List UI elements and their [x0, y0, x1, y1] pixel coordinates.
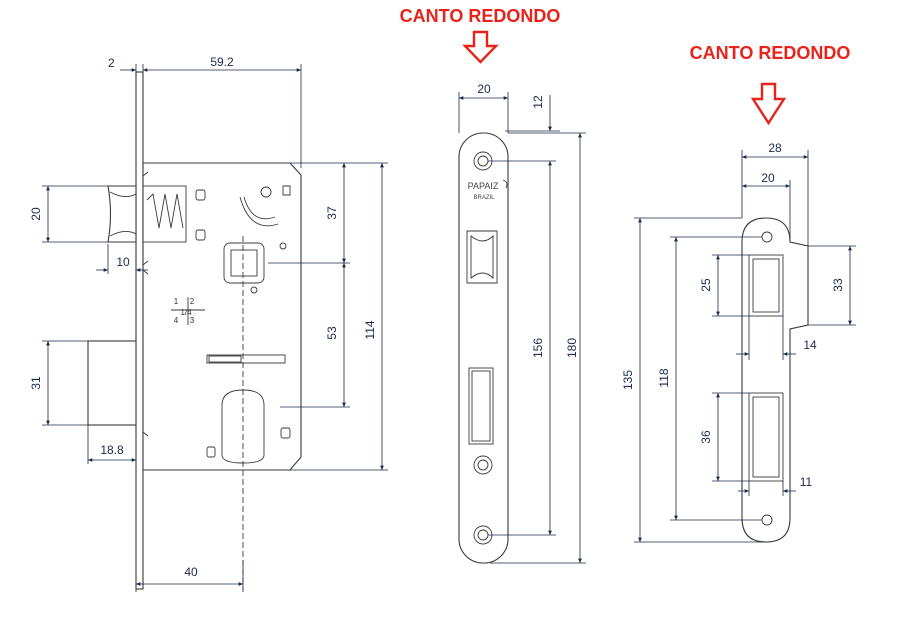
- dim-bolt-opening: 36: [699, 430, 713, 444]
- bolt-opening: [468, 367, 494, 445]
- svg-text:1: 1: [174, 297, 179, 306]
- dim-hole-spacing: 156: [531, 338, 545, 358]
- dim-faceplate-thickness: 2: [108, 56, 115, 70]
- dim-faceplate-height: 180: [565, 338, 579, 358]
- svg-text:1/4: 1/4: [180, 308, 192, 317]
- dim-lip-depth: 14: [803, 338, 817, 352]
- bolt-opening-strike: [748, 392, 784, 482]
- dim-strike-outer-width: 28: [768, 141, 782, 155]
- cylinder-hole: [221, 389, 265, 464]
- dim-faceplate-width: 20: [477, 82, 491, 96]
- dim-spindle-to-top: 37: [325, 206, 339, 220]
- heading-canto-redondo-center: CANTO REDONDO: [400, 6, 561, 26]
- dim-faceplate-corner: 12: [531, 95, 545, 109]
- dim-lip-height: 33: [831, 278, 845, 292]
- svg-text:3: 3: [190, 316, 195, 325]
- dim-body-height: 114: [363, 320, 377, 339]
- svg-text:4: 4: [174, 316, 179, 325]
- dim-backset: 40: [184, 565, 198, 579]
- arrow-down-icon: [462, 30, 499, 64]
- dim-strike-overall-height: 135: [621, 370, 635, 390]
- strike-plate-outline: [741, 217, 809, 543]
- lock-faceplate: [135, 71, 144, 590]
- strike-plate-drawing: 28 20 25 33 14 135 118 36: [621, 141, 856, 543]
- faceplate-drawing: PAPAIZ BRAZIL 20 12 156 180: [458, 82, 586, 564]
- faceplate-brand: PAPAIZ: [468, 181, 499, 191]
- dim-bolt-height: 31: [29, 376, 43, 390]
- svg-text:2: 2: [190, 297, 195, 306]
- dim-strike-hole-spacing: 118: [657, 368, 671, 387]
- faceplate-brand-sub: BRAZIL: [473, 195, 495, 201]
- dim-strike-inner-width: 20: [761, 171, 775, 185]
- dim-bolt-projection: 18.8: [100, 443, 124, 457]
- dim-latch-opening: 25: [699, 278, 713, 292]
- dim-spindle-to-cylinder: 53: [325, 326, 339, 340]
- handing-labels: 1 2 1/4 4 3: [171, 297, 205, 325]
- arrow-down-icon: [750, 82, 787, 126]
- heading-canto-redondo-right: CANTO REDONDO: [690, 43, 851, 63]
- latch-opening: [466, 230, 498, 284]
- dim-latch-projection: 10: [116, 255, 130, 269]
- dim-opening-offset: 11: [800, 475, 813, 489]
- lock-body-drawing: 1 2 1/4 4 3 2 59.2 20 10 37 53: [29, 55, 388, 592]
- dim-latch-height: 20: [29, 207, 43, 221]
- latch-opening-strike: [748, 254, 784, 317]
- dead-bolt: [87, 340, 137, 426]
- dim-body-depth: 59.2: [210, 55, 234, 69]
- latch-bolt: [107, 185, 137, 243]
